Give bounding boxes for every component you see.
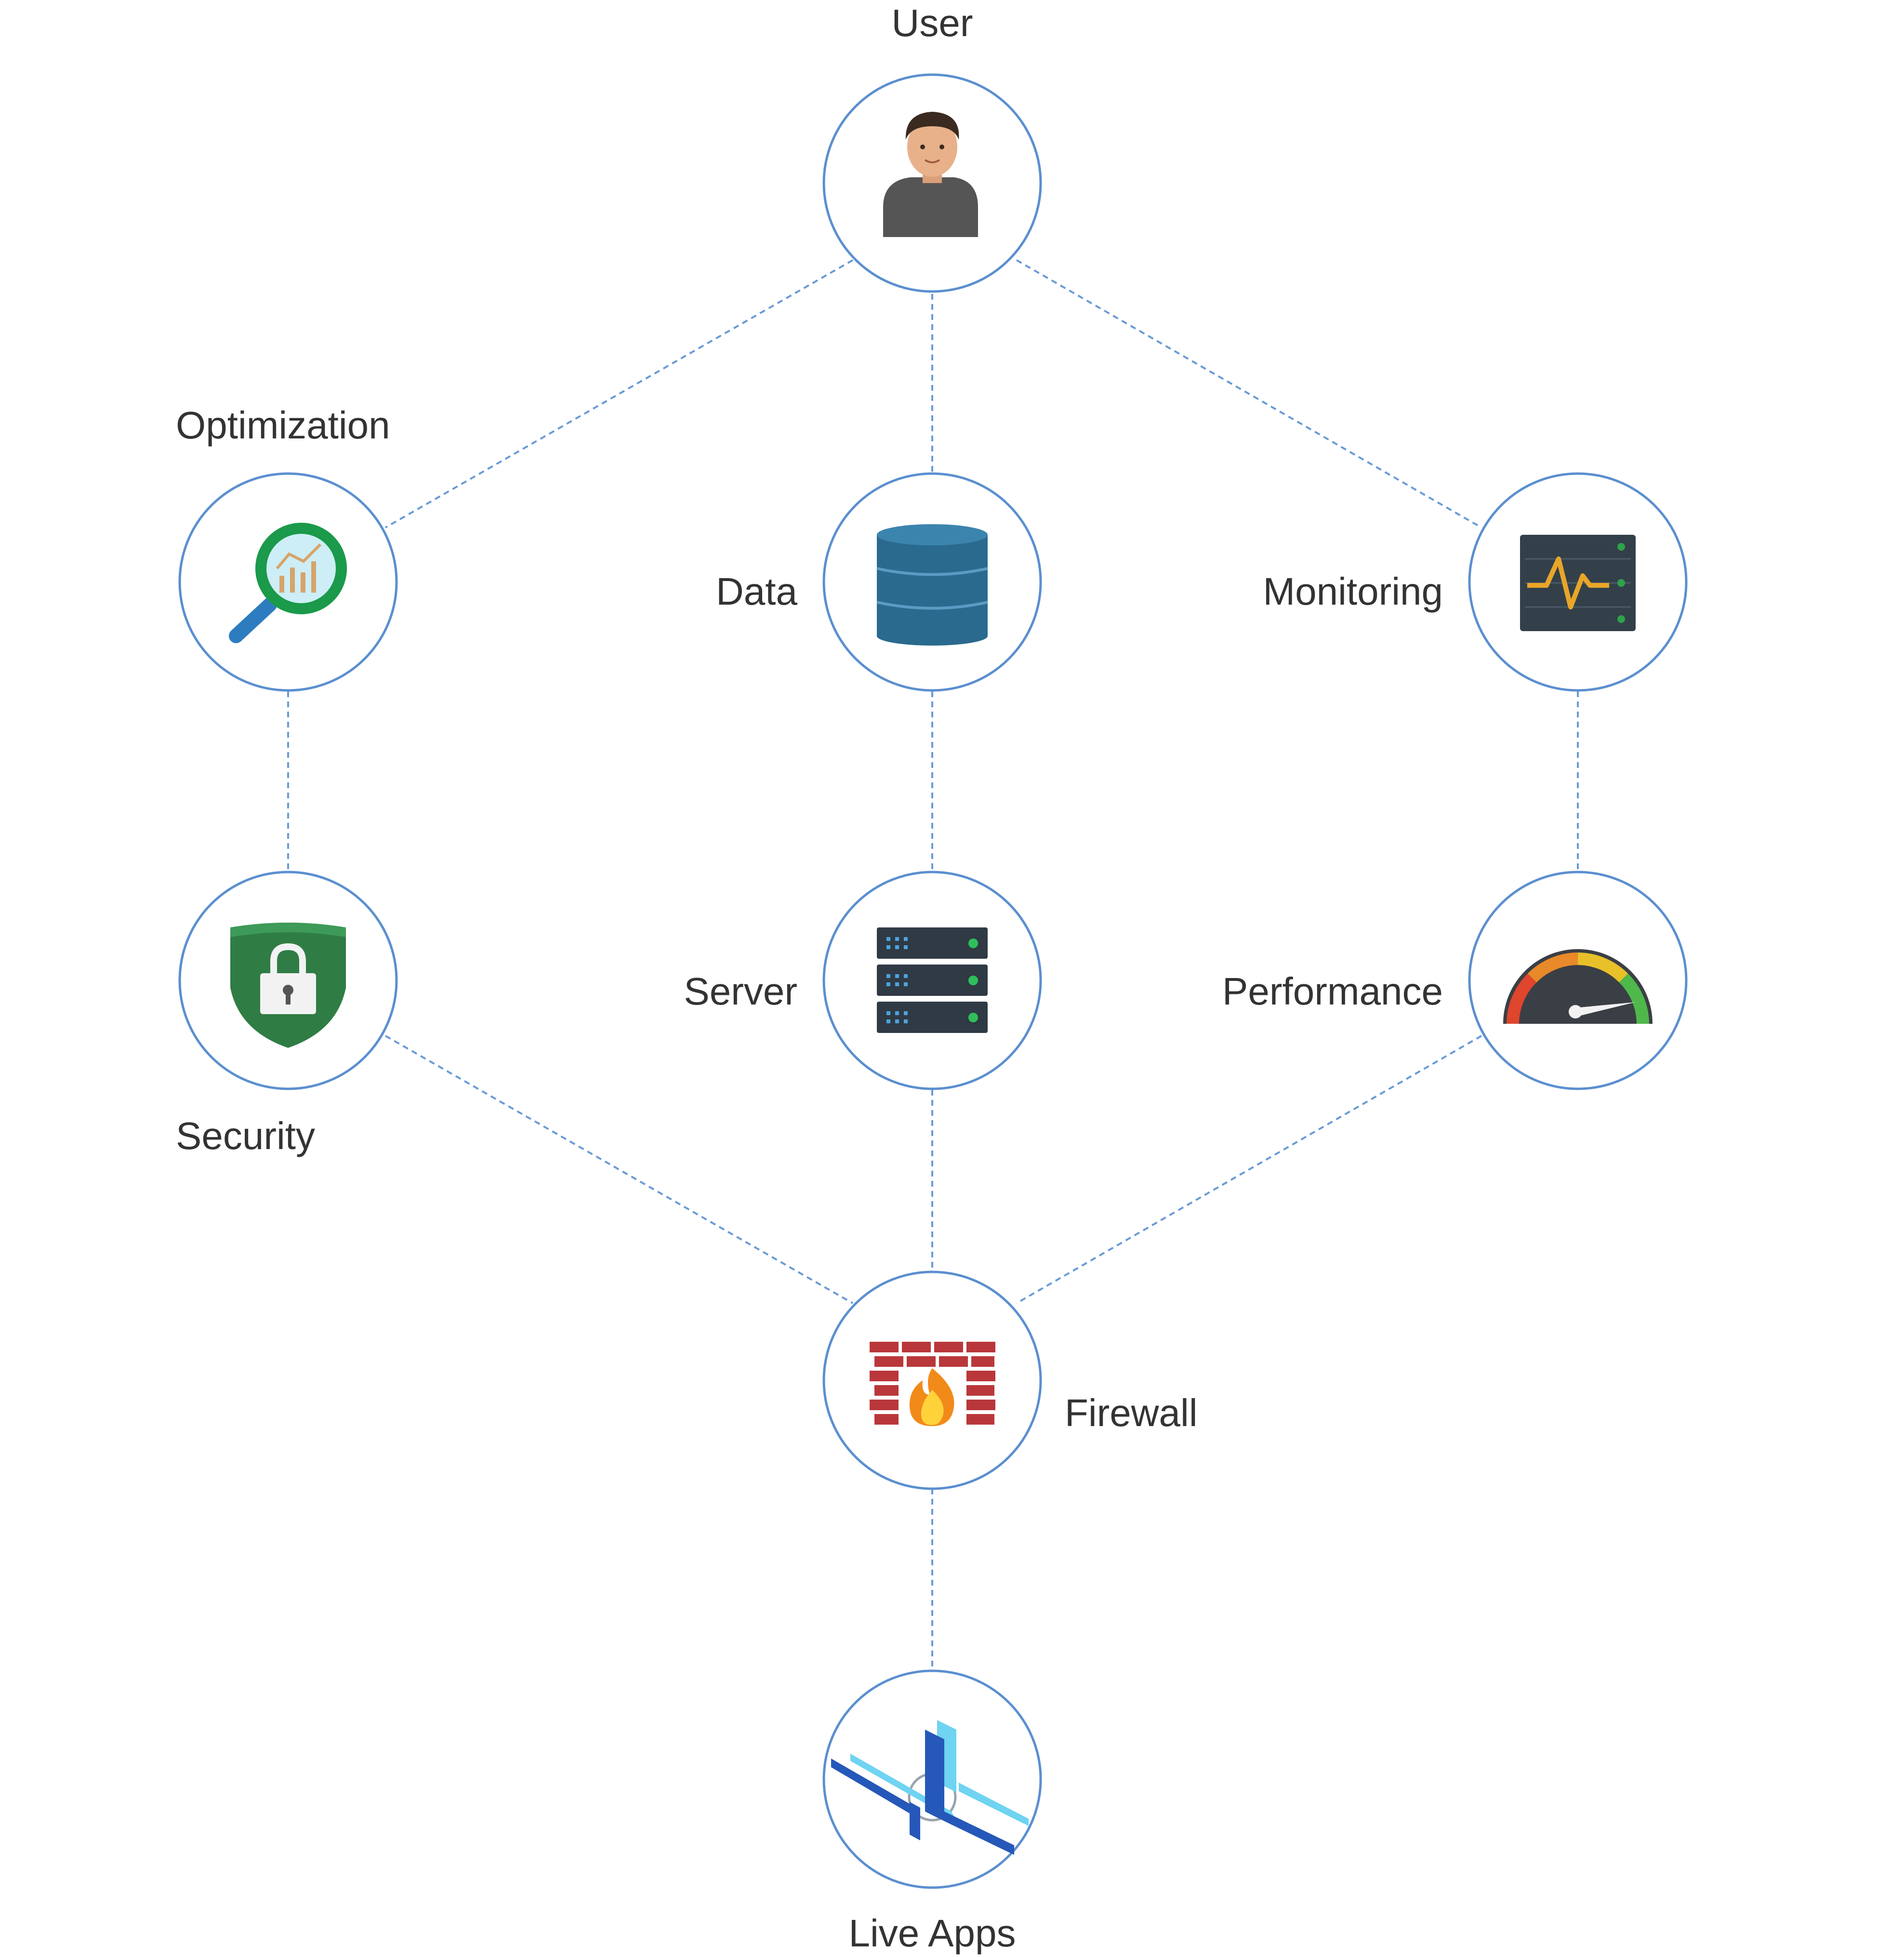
node-label: Security xyxy=(176,1114,315,1157)
server-rack-icon xyxy=(877,927,988,1033)
node-label: Firewall xyxy=(1065,1391,1198,1434)
edges xyxy=(287,259,1579,1669)
firewall-icon xyxy=(870,1342,995,1426)
monitor-heartbeat-icon xyxy=(1520,535,1636,631)
node-server: Server xyxy=(684,871,1042,1090)
shield-lock-icon xyxy=(230,923,346,1048)
node-label: Optimization xyxy=(176,404,390,447)
node-label: Data xyxy=(716,570,797,613)
node-security: Security xyxy=(176,871,398,1157)
database-icon xyxy=(876,524,988,646)
node-firewall: Firewall xyxy=(822,1270,1198,1490)
edge-user-monitoring xyxy=(1016,259,1482,529)
node-label: Live Apps xyxy=(849,1912,1016,1955)
edge-security-firewall xyxy=(385,1035,853,1304)
node-monitoring: Monitoring xyxy=(1263,472,1688,692)
node-live-apps: Live Apps xyxy=(822,1669,1042,1955)
node-performance: Performance xyxy=(1222,871,1688,1090)
edge-performance-firewall xyxy=(1016,1035,1482,1304)
node-user: User xyxy=(822,1,1042,293)
live-apps-logo-icon xyxy=(831,1720,1029,1855)
node-optimization: Optimization xyxy=(176,404,398,692)
node-label: User xyxy=(892,1,973,44)
user-icon xyxy=(883,112,978,237)
node-label: Server xyxy=(684,970,797,1013)
edge-user-optimization xyxy=(385,259,853,529)
node-label: Performance xyxy=(1222,970,1443,1013)
node-label: Monitoring xyxy=(1263,570,1443,613)
node-data: Data xyxy=(716,472,1042,692)
speedometer-icon xyxy=(1503,949,1653,1024)
magnifier-chart-icon xyxy=(229,523,347,643)
